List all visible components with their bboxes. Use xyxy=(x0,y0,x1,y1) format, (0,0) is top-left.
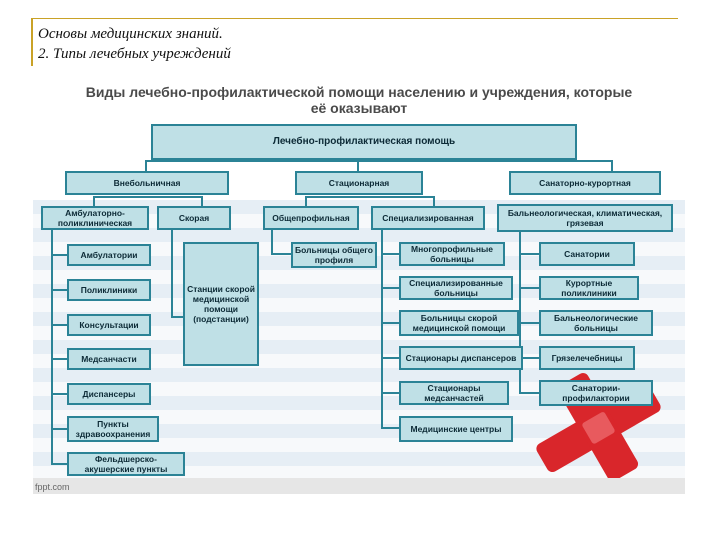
spec-item: Стационары диспансеров xyxy=(399,346,523,370)
spec-item: Многопрофильные больницы xyxy=(399,242,505,266)
connector xyxy=(305,196,307,206)
connector xyxy=(305,196,435,198)
amb-item: Фельдшерско-акушерские пункты xyxy=(67,452,185,476)
slide-footer-text: fppt.com xyxy=(35,482,70,492)
connector xyxy=(93,196,95,206)
connector xyxy=(519,253,539,255)
spec-item: Специализированные больницы xyxy=(399,276,513,300)
node-outpatient: Внебольничная xyxy=(65,171,229,195)
spec-item: Больницы скорой медицинской помощи xyxy=(399,310,519,336)
node-ambulatory: Амбулаторно-поликлиническая xyxy=(41,206,149,230)
connector-spine-general xyxy=(271,228,273,254)
balneo-item: Санатории-профилактории xyxy=(539,380,653,406)
spec-item: Медицинские центры xyxy=(399,416,513,442)
connector xyxy=(381,357,399,359)
connector xyxy=(51,463,67,465)
connector xyxy=(51,428,67,430)
node-emergency: Скорая xyxy=(157,206,231,230)
connector xyxy=(51,324,67,326)
node-inpatient: Стационарная xyxy=(295,171,423,195)
connector xyxy=(381,427,399,429)
connector xyxy=(93,196,203,198)
connector-level1 xyxy=(145,160,611,162)
slide-title-line-1: Виды лечебно-профилактической помощи нас… xyxy=(85,84,633,100)
connector xyxy=(271,253,291,255)
node-sanatorium: Санаторно-курортная xyxy=(509,171,661,195)
header-rule xyxy=(32,18,678,19)
connector xyxy=(145,160,147,172)
amb-item: Пункты здравоохранения xyxy=(67,416,159,442)
balneo-item: Курортные поликлиники xyxy=(539,276,639,300)
slide-title-line-2: её оказывают xyxy=(310,100,408,116)
connector xyxy=(519,392,539,394)
connector xyxy=(381,287,399,289)
amb-item: Поликлиники xyxy=(67,279,151,301)
general-item: Больницы общего профиля xyxy=(291,242,377,268)
balneo-item: Санатории xyxy=(539,242,635,266)
connector xyxy=(381,322,399,324)
amb-item: Диспансеры xyxy=(67,383,151,405)
spec-item: Стационары медсанчастей xyxy=(399,381,509,405)
connector-spine-emergency xyxy=(171,228,173,318)
connector xyxy=(519,322,539,324)
amb-item: Медсанчасти xyxy=(67,348,151,370)
slide-footer-bar xyxy=(33,478,685,494)
balneo-item: Бальнеологические больницы xyxy=(539,310,653,336)
node-balneo: Бальнеологическая, климатическая, грязев… xyxy=(497,204,673,232)
header-line-1: Основы медицинских знаний. xyxy=(38,26,223,42)
connector xyxy=(611,160,613,172)
slide-image: Виды лечебно-профилактической помощи нас… xyxy=(33,80,685,494)
connector-spine-specialized xyxy=(381,228,383,428)
connector xyxy=(519,287,539,289)
amb-item: Консультации xyxy=(67,314,151,336)
slide-title: Виды лечебно-профилактической помощи нас… xyxy=(33,84,685,116)
header-line-2: 2. Типы лечебных учреждений xyxy=(38,46,231,62)
node-general-profile: Общепрофильная xyxy=(263,206,359,230)
connector xyxy=(51,289,67,291)
connector xyxy=(519,357,539,359)
node-root: Лечебно-профилактическая помощь xyxy=(151,124,577,160)
balneo-item: Грязелечебницы xyxy=(539,346,635,370)
connector-spine-balneo xyxy=(519,230,521,394)
emergency-item: Станции скорой медицинской помощи (подст… xyxy=(183,242,259,366)
connector-spine-ambulatory xyxy=(51,228,53,464)
connector xyxy=(381,392,399,394)
connector xyxy=(381,253,399,255)
connector xyxy=(357,160,359,172)
node-specialized: Специализированная xyxy=(371,206,485,230)
connector xyxy=(201,196,203,206)
connector xyxy=(51,358,67,360)
connector xyxy=(171,316,183,318)
connector xyxy=(51,254,67,256)
connector xyxy=(433,196,435,206)
connector xyxy=(51,393,67,395)
amb-item: Амбулатории xyxy=(67,244,151,266)
header-vertical-rule xyxy=(31,18,33,66)
